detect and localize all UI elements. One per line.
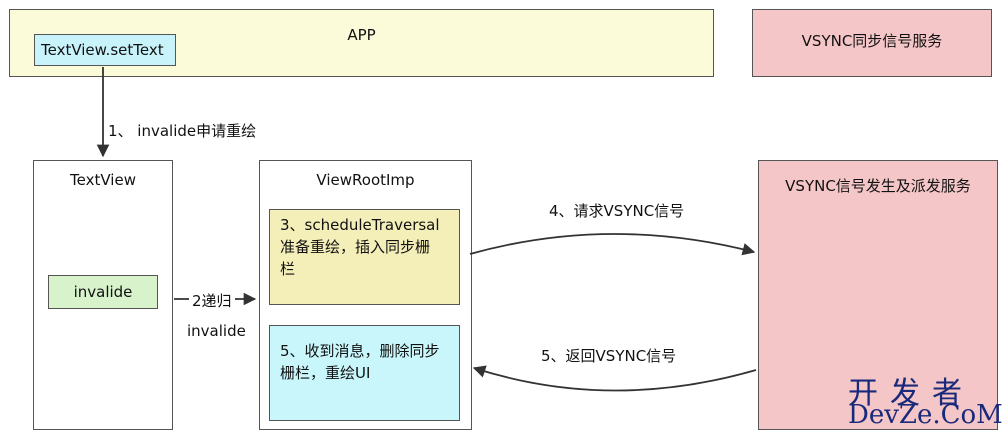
step3-line1: 3、scheduleTraversal <box>280 216 440 234</box>
textview-title: TextView <box>70 171 136 189</box>
app-title: APP <box>347 26 376 44</box>
vsync-sync-service-box: VSYNC同步信号服务 <box>752 9 992 77</box>
viewrootimp-box: ViewRootImp 3、scheduleTraversal 准备重绘，插入同… <box>259 160 472 430</box>
vsync-dispatch-service-title: VSYNC信号发生及派发服务 <box>785 177 971 195</box>
label-step1: 1、 invalide申请重绘 <box>108 122 257 140</box>
watermark-en: DevZe.CoM <box>848 400 1003 430</box>
arrow-step4 <box>469 233 756 256</box>
label-step5: 5、返回VSYNC信号 <box>541 347 677 365</box>
step3-line2: 准备重绘，插入同步栅 <box>280 238 431 256</box>
watermark-cn: 开发者 <box>848 376 974 411</box>
vsync-dispatch-service-box: VSYNC信号发生及派发服务 <box>758 160 998 430</box>
label-step2-line1: 2递归 <box>189 290 235 311</box>
arrow-step5 <box>472 365 757 392</box>
invalide-box: invalide <box>48 275 158 309</box>
vsync-sync-service-title: VSYNC同步信号服务 <box>801 32 943 50</box>
app-box: APP TextView.setText <box>9 9 714 77</box>
step5-box: 5、收到消息，删除同步 栅栏，重绘UI <box>269 325 460 421</box>
step5-line2: 栅栏，重绘UI <box>280 364 371 382</box>
step3-line3: 栏 <box>280 260 296 278</box>
label-step2-line2: invalide <box>187 322 246 340</box>
step3-box: 3、scheduleTraversal 准备重绘，插入同步栅 栏 <box>269 209 460 305</box>
viewrootimp-title: ViewRootImp <box>316 171 415 189</box>
label-step4: 4、请求VSYNC信号 <box>549 202 685 220</box>
step5-line1: 5、收到消息，删除同步 <box>280 342 440 360</box>
settext-box: TextView.setText <box>34 34 176 66</box>
textview-box: TextView invalide <box>33 160 173 430</box>
